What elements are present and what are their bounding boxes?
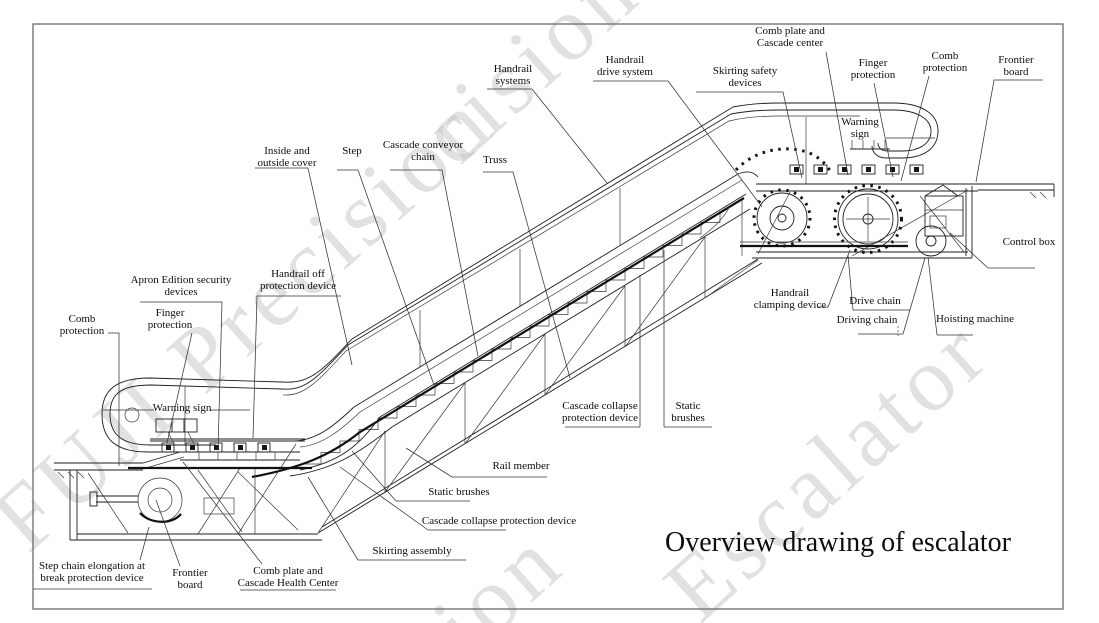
leader-hoisting-machine [927, 256, 938, 336]
leader-comb-protection-left [108, 332, 120, 466]
leader-handrail-drive-system [593, 80, 763, 208]
leader-comb-plate-and-cascade-health-center [182, 461, 263, 565]
drawing-border [32, 23, 1064, 610]
leader-lines [33, 51, 1043, 591]
leader-handrail-clamping-device [817, 249, 851, 308]
leader-cascade-conveyor-chain [390, 169, 479, 357]
control-box-unit [924, 184, 964, 237]
leader-truss [483, 171, 571, 379]
leader-rail-member [405, 447, 453, 478]
leader-handrail-systems [487, 88, 608, 184]
leader-step [337, 169, 435, 386]
drawing-title: Overview drawing of escalator [665, 527, 1011, 558]
upper-machine-room [734, 140, 1055, 337]
warning-sign-bracket-upper [850, 140, 890, 150]
leader-step-chain-elongation-at-break-protection-device [139, 526, 150, 561]
leader-inside-and-outside-cover [255, 167, 353, 366]
leader-handrail-off-protection-device [252, 295, 341, 439]
leader-drive-chain [847, 254, 854, 311]
leader-static-brushes-bottom [351, 450, 397, 502]
leader-control-box [949, 232, 1035, 269]
leader-finger-protection-left [166, 332, 193, 444]
step-band [180, 193, 751, 479]
skirting-clamps-lower [161, 442, 271, 453]
leader-comb-plate-and-cascade-center [825, 51, 849, 176]
leader-driving-chain [902, 257, 926, 335]
leader-apron-edition-security-devices [140, 301, 223, 451]
truss [237, 236, 763, 535]
hoisting-machine-wheel [915, 225, 947, 257]
watermark-text: Escalator [645, 299, 1008, 623]
main-drive-wheel [833, 184, 903, 254]
lower-landing [54, 418, 322, 541]
leader-frontier-board-bottom [155, 499, 181, 567]
handrail-systems-band [101, 102, 939, 453]
leader-frontier-board-top [975, 79, 1043, 183]
leader-finger-protection-top [873, 82, 894, 178]
watermark-text: cision Escala [400, 0, 885, 185]
skirting-clamps-upper [789, 164, 924, 175]
leader-comb-protection-top [900, 75, 930, 182]
leader-skirting-assembly [307, 476, 359, 561]
watermark-text: ion [413, 508, 582, 623]
leader-cascade-collapse-protection-device-bottom [339, 466, 429, 531]
leader-skirting-safety-devices [696, 91, 803, 179]
handrail-drive-wheel [752, 188, 812, 248]
